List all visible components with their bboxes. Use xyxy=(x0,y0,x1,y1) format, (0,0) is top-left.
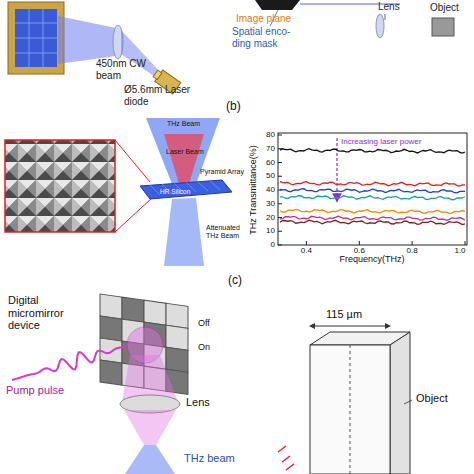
silicon-slab xyxy=(140,180,232,199)
dashed-line xyxy=(350,345,351,474)
part-label: Object xyxy=(416,392,448,405)
transmittance-curve xyxy=(280,182,465,187)
attenuated-beam xyxy=(164,198,204,266)
annotation: Increasing laser power xyxy=(341,137,421,146)
axis-title: Frequency(THz) xyxy=(339,254,404,264)
panel-letter: (c) xyxy=(228,274,242,288)
tick-label: 10 xyxy=(266,226,275,235)
part-label: Lens xyxy=(378,1,400,13)
beam-label: THz Beam xyxy=(167,120,200,128)
part-label: Spatial enco-ding mask xyxy=(232,26,304,49)
dimension-line xyxy=(312,326,388,327)
part-label: HR Silicon xyxy=(160,188,190,195)
trend-arrow xyxy=(336,138,337,198)
sem-image xyxy=(5,140,115,232)
transmittance-curve xyxy=(280,220,465,224)
beam-label: Laser Beam xyxy=(166,148,204,156)
mask-shape xyxy=(255,0,300,10)
part-label: Lens xyxy=(186,396,210,409)
tick-label: 0.6 xyxy=(354,246,365,255)
tick-label: 50 xyxy=(266,171,275,180)
object-side xyxy=(390,332,410,474)
panel-c-art xyxy=(12,294,412,474)
transmittance-curve xyxy=(280,216,465,220)
pump-pulse-wave xyxy=(12,345,130,380)
part-label: Digital micromirror device xyxy=(8,294,94,332)
tick-label: 1.0 xyxy=(454,246,465,255)
dmd-grid xyxy=(15,9,57,67)
tick-label: 80 xyxy=(266,130,275,139)
object-front xyxy=(310,345,390,474)
tick-label: 20 xyxy=(266,213,275,222)
laser-beam-cone xyxy=(164,134,204,184)
beam-label: Pump pulse xyxy=(6,384,64,397)
zoom-line xyxy=(115,198,152,232)
beam-label: 450nm CW beam xyxy=(96,58,148,81)
transmittance-curve xyxy=(280,196,465,200)
axis-title: THz Transmittance(%) xyxy=(248,145,258,235)
zoom-line xyxy=(115,140,150,182)
chart-lines xyxy=(280,149,465,225)
red-marks xyxy=(278,446,294,470)
part-label: Object xyxy=(430,2,459,14)
pyramid-grid xyxy=(150,181,220,195)
blue-beam xyxy=(58,16,116,64)
transmittance-curve xyxy=(280,209,465,213)
tick-label: 0.8 xyxy=(407,246,418,255)
tick-label: 0 xyxy=(271,240,275,249)
panel-a-art xyxy=(8,0,454,94)
tick-label: 30 xyxy=(266,199,275,208)
part-label: Ø5.6mm Laser diode xyxy=(124,84,192,107)
beam-label: THz beam xyxy=(184,452,235,465)
cw-beam xyxy=(121,30,162,80)
tick-label: 40 xyxy=(266,185,275,194)
plane-label: Image plane xyxy=(236,13,291,25)
panel-letter: (b) xyxy=(226,100,241,114)
leader-line xyxy=(404,400,412,404)
dimension: 115 µm xyxy=(326,308,362,321)
tick-label: 0.4 xyxy=(301,246,312,255)
leader-line xyxy=(385,14,386,20)
pump-beam xyxy=(124,410,176,445)
thz-beam-cone xyxy=(125,445,175,474)
object-shape xyxy=(432,18,454,36)
panel-b-art xyxy=(5,118,232,266)
transmittance-curve xyxy=(280,149,465,153)
state-label: Off xyxy=(198,318,210,328)
lens-shape xyxy=(376,14,384,38)
part-label: Pyramid Array xyxy=(200,168,244,176)
tick-label: 60 xyxy=(266,158,275,167)
state-label: On xyxy=(198,342,210,352)
beam-label: Attenuated THz Beam xyxy=(206,224,246,240)
chart-frame xyxy=(278,133,467,245)
dmd-frame xyxy=(8,2,64,74)
transmittance-curve xyxy=(280,189,465,193)
dmd-panel xyxy=(15,9,57,67)
tick-label: 70 xyxy=(266,144,275,153)
